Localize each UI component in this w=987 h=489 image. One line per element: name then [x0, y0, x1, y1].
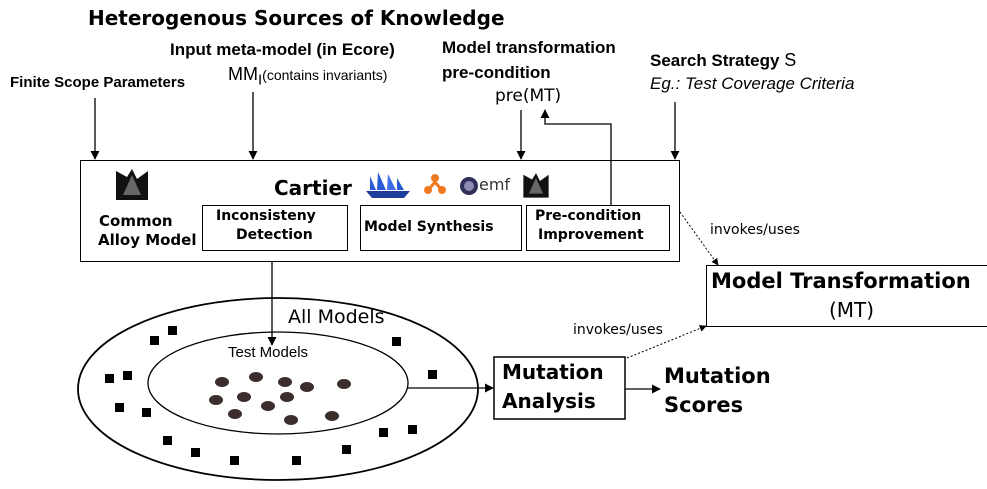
- mutation-analysis-box: [493, 356, 626, 420]
- invokes-uses-bottom: invokes/uses: [573, 322, 663, 338]
- alloy-logo-right: [521, 170, 551, 200]
- finite-scope-label: Finite Scope Parameters: [10, 74, 186, 91]
- model-transformation-box: [706, 265, 987, 327]
- mt-precondition-line1: Model transformation: [442, 38, 616, 57]
- test-model-dots: [209, 372, 351, 425]
- search-example-label: Eg.: Test Coverage Criteria: [650, 74, 855, 93]
- common-alloy-line2: Alloy Model: [98, 231, 197, 249]
- mt-precondition-line2: pre-condition: [442, 63, 551, 82]
- pre-mt-label: pre(MT): [495, 86, 562, 106]
- dotted-invokes-bottom: [626, 325, 707, 359]
- search-strategy-label: Search Strategy S: [650, 50, 796, 71]
- emf-logo: emf: [459, 175, 519, 199]
- arrow-precondition-feedback: [540, 109, 612, 205]
- emf-logo-text: emf: [479, 175, 511, 194]
- precondition-improvement-box: [526, 205, 670, 251]
- cartier-label: Cartier: [274, 176, 352, 200]
- model-synthesis-label: Model Synthesis: [364, 219, 494, 235]
- orange-logo: [422, 172, 448, 198]
- model-transformation-abbrev: (MT): [829, 298, 875, 322]
- inconsistency-line2: Detection: [236, 227, 313, 243]
- mm-subscript: I: [258, 71, 263, 89]
- search-s: S: [784, 50, 797, 70]
- mutation-analysis-line1: Mutation: [502, 360, 604, 384]
- mutation-analysis-line2: Analysis: [502, 389, 596, 413]
- model-synthesis-box: [360, 205, 522, 251]
- input-metamodel-label: Input meta-model (in Ecore): [170, 40, 395, 59]
- precondition-line2: Improvement: [538, 227, 644, 243]
- mm-note: (contains invariants): [262, 67, 388, 83]
- test-models-label: Test Models: [228, 344, 309, 361]
- search-strategy-text: Search Strategy: [650, 51, 780, 70]
- diagram-title: Heterogenous Sources of Knowledge: [88, 6, 505, 30]
- invokes-uses-top: invokes/uses: [710, 222, 800, 238]
- mm-text: MM: [228, 64, 258, 84]
- inconsistency-line1: Inconsisteny: [216, 208, 316, 224]
- all-model-squares: [105, 326, 437, 465]
- common-alloy-line1: Common: [99, 212, 173, 230]
- all-models-label: All Models: [288, 306, 385, 328]
- model-transformation-title: Model Transformation: [711, 269, 971, 293]
- mutation-scores-line1: Mutation: [664, 364, 771, 388]
- alloy-logo-left: [113, 167, 151, 201]
- all-models-ellipse: [77, 297, 479, 481]
- dotted-invokes-top: [679, 211, 719, 266]
- ship-logo: [364, 170, 412, 200]
- mutation-scores-line2: Scores: [664, 393, 744, 417]
- inconsistency-detection-box: [202, 205, 348, 251]
- mm-label: MMI(contains invariants): [228, 64, 387, 89]
- test-models-ellipse: [147, 331, 409, 435]
- precondition-line1: Pre-condition: [535, 208, 642, 224]
